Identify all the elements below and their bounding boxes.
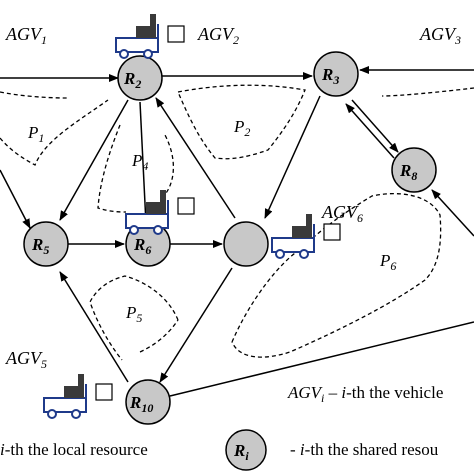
forklift-icon [43,374,113,419]
agv-vehicle-icons [43,14,341,419]
line-r10-to-right [169,321,474,397]
resource-r5-circle [23,221,69,267]
arrow-r10-to-r5 [59,271,129,383]
path-label-p4: P4 [131,151,148,173]
resource-r2-circle [117,55,163,101]
path-label-p5: P5 [125,303,142,325]
agv-label-6: AGV6 [321,202,363,225]
arrow-right-to-r8 [431,189,474,237]
path-loop-p1 [0,91,109,166]
path-loop-p5 [89,275,179,361]
resource-r10: R10 [125,379,171,425]
resource-r8: R8 [391,147,437,193]
path-loop-p6 [231,193,442,358]
arrow-center-to-r10 [159,267,233,383]
agv-label-5: AGV5 [5,348,47,371]
agv-label-3: AGV3 [419,24,461,47]
resource-r3-label: R3 [321,65,339,87]
resource-r8-label: R8 [399,161,417,183]
resource-r5-label: R5 [31,235,49,257]
path-label-p2: P2 [233,117,250,139]
arrow-r8-to-r3 [345,103,395,159]
arrow-r2-to-r6 [139,101,150,225]
resource-center [223,221,269,267]
legend-agv-text: AGVi – i-th the vehicle [287,383,443,405]
legend-local-resource-text: i-th the local resource [0,440,148,459]
resource-r6-label: R6 [133,235,151,257]
resource-center-circle [223,221,269,267]
resource-r3: R3 [313,51,359,97]
path-label-p6: P6 [379,251,396,273]
legend-shared-resource-text: - i-th the shared resou [290,440,439,459]
resource-r2: R2 [117,55,163,101]
forklift-icon [271,214,341,259]
resource-nodes: R2 R3 R5 R6 R8 R10 [23,51,437,425]
arrow-left-to-r5 [0,169,31,229]
path-labels: P1 P2 P4 P5 P6 [27,117,396,325]
resource-r8-circle [391,147,437,193]
legend-shared-resource-symbol [225,429,267,471]
arrow-r3-to-center [264,95,321,219]
transport-arrows [0,66,474,397]
legend: AGVi – i-th the vehicle i-th the local r… [0,383,443,471]
forklift-icon [115,14,185,59]
resource-r10-circle [125,379,171,425]
agv-label-1: AGV1 [5,24,47,47]
forklift-icon [125,190,195,235]
legend-shared-resource-symbol-label: Ri [233,441,249,463]
arrow-r2-to-r5 [59,99,129,221]
path-loop-p4 [97,124,175,213]
path-loops [0,84,474,361]
resource-r10-label: R10 [129,393,153,415]
path-label-p1: P1 [27,123,44,145]
agv-label-2: AGV2 [197,24,239,47]
agv-labels: AGV1 AGV2 AGV3 AGV5 AGV6 [5,24,461,371]
resource-r5: R5 [23,221,69,267]
path-loop-p3-partial [381,87,474,97]
resource-r2-label: R2 [123,69,141,91]
arrow-r3-to-r8 [351,99,399,153]
resource-r3-circle [313,51,359,97]
arrow-center-to-r2 [155,97,236,219]
path-loop-p2 [177,84,306,160]
